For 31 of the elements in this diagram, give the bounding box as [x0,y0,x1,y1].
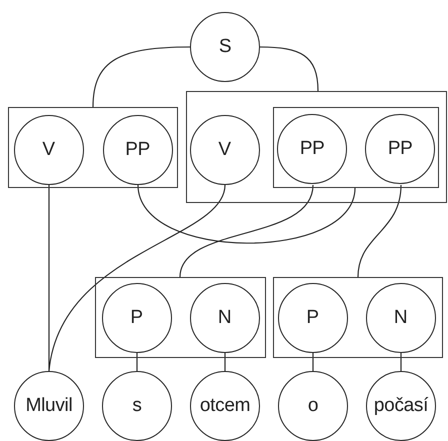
node-circle: PP [365,114,436,184]
node-circle: N [190,282,260,353]
connector-line [136,353,138,371]
connector-line [179,184,314,278]
group-box [186,91,447,203]
group-box [272,106,439,188]
node-circle: S [190,12,260,82]
connector-line [137,184,356,244]
node-circle: V [14,114,84,185]
node-circle: o [278,371,348,441]
node-circle: počasí [366,371,436,441]
node-circle: PP [102,114,173,185]
connector-line [357,184,402,278]
connector-line [260,46,319,92]
group-box [273,277,443,358]
node-circle: otcem [190,371,260,441]
connector-line [48,185,50,371]
node-circle: N [366,282,436,353]
node-circle: P [102,282,172,353]
connector-line [400,353,402,371]
group-box [8,107,178,188]
connector-line [48,184,226,372]
connector-line [92,46,190,108]
node-circle: V [190,114,260,185]
node-circle: PP [277,114,348,184]
node-circle: Mluvil [14,371,84,441]
node-circle: s [102,371,172,441]
connector-line [224,353,226,371]
connector-line [312,353,314,371]
node-circle: P [278,282,348,353]
group-box [95,277,266,358]
